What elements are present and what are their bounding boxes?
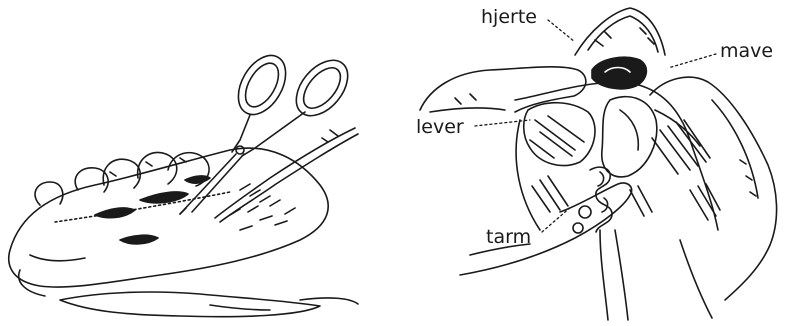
holding-hand-left — [60, 292, 358, 317]
forceps — [215, 128, 358, 222]
label-intestine: tarm — [486, 228, 531, 247]
label-stomach: mave — [720, 42, 773, 61]
hand-right-side — [650, 77, 777, 300]
label-heart: hjerte — [481, 8, 537, 27]
leader-line-mave — [668, 54, 716, 68]
liver-organ — [524, 103, 595, 166]
intestine-organ — [573, 167, 612, 233]
body-cavity — [515, 82, 718, 320]
left-dissection-drawing — [9, 47, 358, 316]
heart-organ — [592, 57, 646, 89]
stomach-organ — [602, 97, 657, 177]
leader-line-hjerte — [548, 20, 575, 42]
muscle-tissue — [532, 120, 720, 220]
leader-line-lever — [475, 120, 530, 126]
label-liver: lever — [416, 118, 464, 137]
frog-head-flap — [575, 8, 665, 55]
